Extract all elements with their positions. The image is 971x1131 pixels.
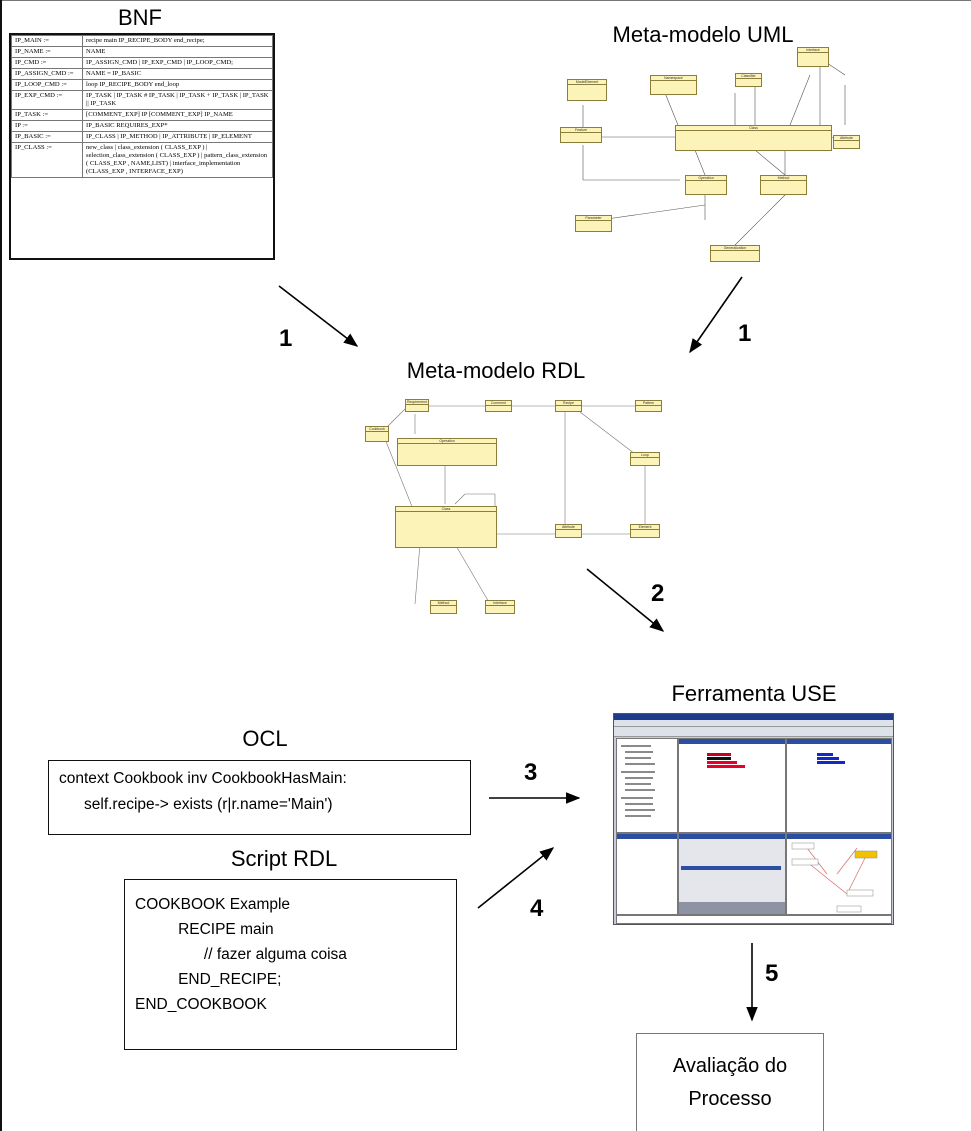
bnf-rule-name: IP_CLASS := bbox=[11, 142, 83, 178]
use-evaluation-view bbox=[678, 833, 786, 915]
use-menubar bbox=[614, 720, 893, 727]
script-line: // fazer alguma coisa bbox=[135, 946, 347, 963]
use-object-diagram-view bbox=[786, 833, 892, 915]
use-object-count-view bbox=[786, 738, 892, 833]
rdl-class-box: Operation bbox=[397, 438, 497, 466]
script-rdl-box: COOKBOOK Example RECIPE main // fazer al… bbox=[124, 879, 457, 1050]
bnf-row: IP_BASIC :=IP_CLASS | IP_METHOD | IP_ATT… bbox=[11, 131, 273, 143]
rdl-class-box: Attribute bbox=[555, 524, 582, 538]
use-tree-lines bbox=[621, 745, 655, 817]
script-line: END_RECIPE; bbox=[135, 971, 282, 988]
step-number-1a: 1 bbox=[279, 325, 293, 352]
use-result-bar bbox=[707, 765, 745, 768]
use-tool-title: Ferramenta USE bbox=[671, 681, 837, 706]
rdl-class-box: Requirement bbox=[405, 399, 429, 412]
uml-class-box: Classifier bbox=[735, 73, 762, 87]
use-details-pane bbox=[616, 833, 678, 915]
rdl-metamodel-title: Meta-modelo RDL bbox=[406, 358, 586, 383]
use-result-bar bbox=[817, 761, 845, 764]
use-log-pane bbox=[616, 915, 892, 924]
bnf-row: IP :=IP_BASIC REQUIRES_EXP* bbox=[11, 120, 273, 132]
ocl-line-2: self.recipe-> exists (r|r.name='Main') bbox=[84, 796, 333, 813]
bnf-row: IP_MAIN :=recipe main IP_RECIPE_BODY end… bbox=[11, 35, 273, 47]
uml-class-box: Interface bbox=[797, 47, 829, 67]
uml-class-box: Method bbox=[760, 175, 807, 195]
top-border bbox=[0, 0, 971, 1]
script-line: END_COOKBOOK bbox=[135, 996, 267, 1013]
bnf-grammar-table: IP_MAIN :=recipe main IP_RECIPE_BODY end… bbox=[9, 33, 275, 260]
step-number-1b: 1 bbox=[738, 320, 752, 347]
uml-class-box: Generalization bbox=[710, 245, 760, 262]
rdl-class-box: Method bbox=[430, 600, 457, 614]
rdl-class-box: Element bbox=[630, 524, 660, 538]
arrow-rdl-to-use bbox=[586, 568, 665, 632]
bnf-row: IP_CLASS :=new_class | class_extension (… bbox=[11, 142, 273, 178]
ocl-constraint-box: context Cookbook inv CookbookHasMain: se… bbox=[48, 760, 471, 835]
uml-class-box: Attribute bbox=[833, 135, 860, 149]
rdl-class-box: Pattern bbox=[635, 400, 662, 412]
use-result-bar bbox=[707, 761, 737, 764]
uml-class-box: Operation bbox=[685, 175, 727, 195]
use-pane-header bbox=[787, 834, 891, 839]
use-selected-row bbox=[681, 866, 781, 870]
use-object-links bbox=[791, 842, 878, 913]
bnf-rule-definition: new_class | class_extension ( CLASS_EXP … bbox=[82, 142, 273, 178]
step-number-4: 4 bbox=[530, 895, 544, 922]
uml-metamodel-title: Meta-modelo UML bbox=[612, 22, 794, 47]
rdl-connectors bbox=[384, 405, 646, 605]
evaluation-line-2: Processo bbox=[688, 1088, 772, 1110]
step-number-5: 5 bbox=[765, 960, 779, 987]
bnf-title: BNF bbox=[118, 5, 162, 30]
rdl-class-box: Cookbook bbox=[365, 426, 389, 442]
rdl-class-box: Class bbox=[395, 506, 497, 548]
rdl-class-box: Loop bbox=[630, 452, 660, 466]
use-model-browser bbox=[616, 738, 678, 833]
use-result-bar bbox=[817, 753, 833, 756]
use-window-titlebar bbox=[614, 714, 893, 720]
process-evaluation-box: Avaliação do Processo bbox=[636, 1033, 824, 1131]
step-number-3: 3 bbox=[524, 759, 538, 786]
bnf-row: IP_CMD :=IP_ASSIGN_CMD | IP_EXP_CMD | IP… bbox=[11, 57, 273, 69]
ocl-title: OCL bbox=[242, 726, 288, 751]
bnf-row: IP_ASSIGN_CMD :=NAME = IP_BASIC bbox=[11, 68, 273, 80]
script-line: COOKBOOK Example bbox=[135, 896, 291, 913]
uml-metamodel-diagram: ModelElement Feature Namespace Classifie… bbox=[555, 45, 880, 262]
step-number-2: 2 bbox=[651, 580, 665, 607]
script-line: RECIPE main bbox=[135, 921, 274, 938]
use-pane-header bbox=[679, 739, 785, 744]
use-pane-header bbox=[679, 834, 785, 839]
ocl-line-1: context Cookbook inv CookbookHasMain: bbox=[59, 770, 347, 787]
rdl-class-box: Recipe bbox=[555, 400, 582, 412]
arrow-bnf-to-rdl bbox=[278, 285, 359, 347]
arrow-uml-to-rdl bbox=[689, 276, 743, 354]
use-toolbar bbox=[614, 727, 893, 737]
use-result-bar bbox=[817, 757, 839, 760]
use-class-invariant-view bbox=[678, 738, 786, 833]
rdl-metamodel-diagram: Requirement Comment Recipe Pattern Cookb… bbox=[365, 394, 665, 624]
arrow-script-to-use bbox=[477, 847, 555, 909]
use-status-area bbox=[679, 902, 785, 914]
use-pane-header bbox=[787, 739, 891, 744]
use-pane-header bbox=[617, 834, 677, 839]
uml-class-box: Namespace bbox=[650, 75, 697, 95]
uml-class-box: Class bbox=[675, 125, 832, 151]
use-result-bar bbox=[707, 757, 731, 760]
uml-class-box: Feature bbox=[560, 127, 602, 143]
uml-class-box: Parameter bbox=[575, 215, 612, 232]
uml-class-box: ModelElement bbox=[567, 79, 607, 101]
use-result-bar bbox=[707, 753, 731, 756]
rdl-class-box: Comment bbox=[485, 400, 512, 412]
left-border bbox=[0, 0, 2, 1131]
evaluation-line-1: Avaliação do bbox=[672, 1055, 788, 1077]
rdl-class-box: Interface bbox=[485, 600, 515, 614]
use-tool-screenshot bbox=[613, 713, 894, 925]
script-rdl-title: Script RDL bbox=[230, 846, 338, 871]
